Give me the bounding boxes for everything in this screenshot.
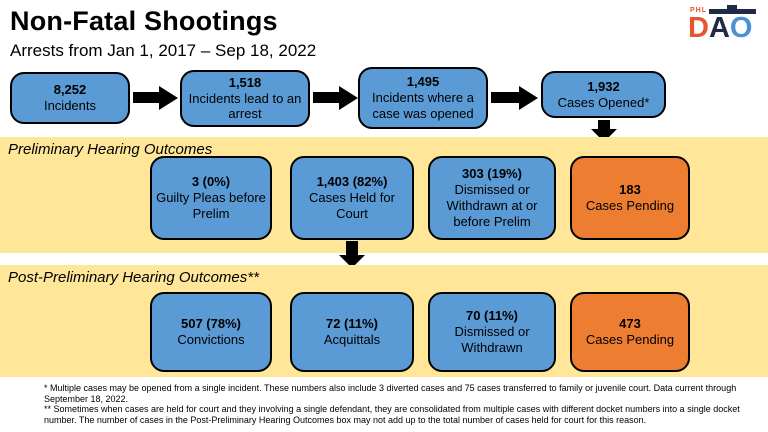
logo-letter-o: O [729,12,753,44]
flow-box-cases-opened: 1,932 Cases Opened* [541,71,666,118]
flow-box-value: 1,932 [587,78,620,94]
flow-box-incidents: 8,252 Incidents [10,72,130,124]
flow-box-label: Incidents lead to an arrest [188,90,302,122]
prelim-box-guilty-pleas: 3 (0%) Guilty Pleas before Prelim [150,156,272,240]
logo-letter-a: A [708,12,730,44]
flow-box-incidents-case-opened: 1,495 Incidents where a case was opened [358,67,488,129]
post-box-value: 70 (11%) [465,308,519,324]
prelim-box-label: Dismissed or Withdrawn at or before Prel… [446,182,538,229]
post-box-label: Dismissed or Withdrawn [454,324,530,355]
prelim-box-value: 3 (0%) [191,174,231,190]
post-box-cases-pending: 473 Cases Pending [570,292,690,372]
logo-scale-beam [709,9,756,14]
post-box-label: Convictions [177,332,245,347]
flow-box-label: Cases Opened* [557,94,650,110]
post-box-acquittals: 72 (11%) Acquittals [290,292,414,372]
prelim-box-label: Cases Held for Court [309,190,395,221]
logo-letter-d: D [688,12,709,44]
prelim-box-dismissed-withdrawn: 303 (19%) Dismissed or Withdrawn at or b… [428,156,556,240]
logo-dao-text: DAO [688,12,752,45]
logo-scale-beam-cap [727,5,737,10]
flow-box-label: Incidents where a case was opened [372,90,474,121]
flow-box-incidents-arrest: 1,518 Incidents lead to an arrest [180,70,310,127]
flow-box-value: 8,252 [53,82,87,98]
logo-phl-text: PHL [690,7,707,14]
post-box-label: Acquittals [323,332,381,347]
post-box-value: 507 (78%) [181,316,241,332]
footnotes: * Multiple cases may be opened from a si… [44,383,750,425]
post-box-dismissed-withdrawn: 70 (11%) Dismissed or Withdrawn [428,292,556,372]
prelim-box-label: Cases Pending [585,198,675,213]
prelim-box-value: 303 (19%) [462,166,522,182]
flow-box-value: 1,495 [406,74,440,90]
post-box-value: 72 (11%) [325,316,379,332]
prelim-outcomes-heading: Preliminary Hearing Outcomes [8,141,213,158]
prelim-box-cases-pending: 183 Cases Pending [570,156,690,240]
post-box-value: 473 [619,316,641,332]
post-outcomes-heading: Post-Preliminary Hearing Outcomes** [8,269,259,286]
prelim-box-value: 1,403 (82%) [316,174,388,190]
page-subtitle: Arrests from Jan 1, 2017 – Sep 18, 2022 [10,41,317,60]
prelim-box-value: 183 [619,182,641,198]
flow-box-value: 1,518 [228,74,262,90]
post-box-label: Cases Pending [585,332,675,347]
footnote-2: ** Sometimes when cases are held for cou… [44,404,740,425]
footnote-1: * Multiple cases may be opened from a si… [44,383,737,404]
prelim-box-held-for-court: 1,403 (82%) Cases Held for Court [290,156,414,240]
phl-dao-logo: PHL DAO [688,5,760,51]
page-title: Non-Fatal Shootings [10,6,278,36]
flow-box-label: Incidents [43,98,97,113]
prelim-box-label: Guilty Pleas before Prelim [156,190,266,221]
post-box-convictions: 507 (78%) Convictions [150,292,272,372]
